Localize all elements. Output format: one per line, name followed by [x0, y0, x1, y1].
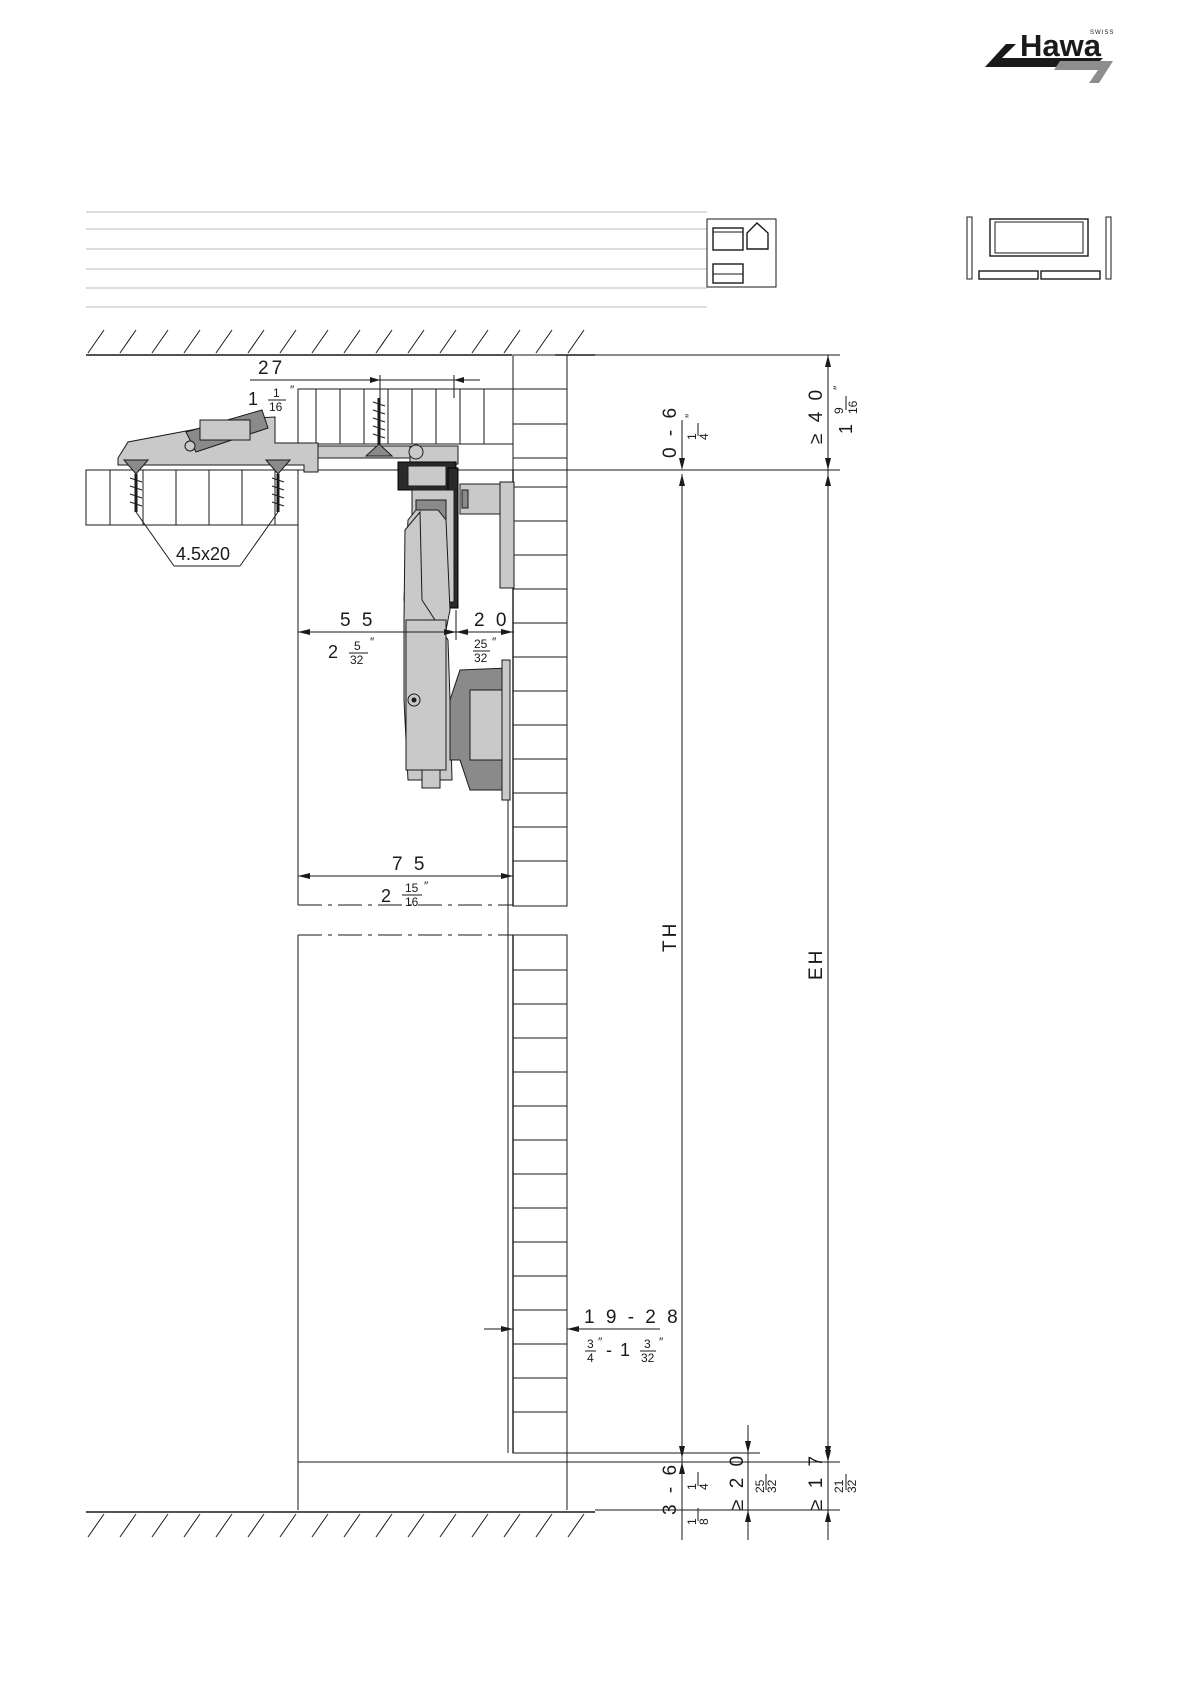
door-a-num: 3: [587, 1337, 594, 1351]
door-panel: [508, 355, 567, 1510]
dim-75-whole: 2: [381, 886, 391, 906]
eh-label: EH: [806, 948, 827, 980]
ceiling-min-mm: ≥ 4 0: [806, 387, 827, 444]
inch-mark: ″: [831, 385, 845, 390]
floor-hatch: [86, 1512, 595, 1537]
dim-55-whole: 2: [328, 642, 338, 662]
gap-bottom-mm: 3 - 6: [660, 1462, 681, 1515]
dim-27-inch-num: 1: [273, 386, 280, 400]
screw-left: [124, 460, 148, 512]
dim-75-num: 15: [405, 881, 419, 895]
dim-55-mm: 5 5: [340, 610, 375, 631]
dim-screw: 4.5x20: [136, 512, 278, 566]
range-dash: -: [606, 1340, 612, 1360]
dim-55-num: 5: [354, 639, 361, 653]
ceiling-min-whole: 1: [836, 424, 856, 434]
hawa-logo: Hawa SWISS: [985, 28, 1114, 83]
gap-bottom-b-den: 4: [697, 1483, 711, 1490]
dim-55-den: 32: [350, 653, 364, 667]
inch-mark: ″: [290, 383, 295, 397]
dim-27-mm: 27: [258, 358, 285, 379]
door-a-den: 4: [587, 1351, 594, 1365]
gap-top-mm: 0 - 6: [660, 405, 681, 458]
gap-bottom-a-den: 8: [697, 1518, 711, 1525]
door-thickness-mm: 1 9 - 2 8: [584, 1307, 681, 1328]
inch-mark: ″: [683, 413, 697, 418]
door-b-num: 3: [644, 1337, 651, 1351]
logo-tagline: SWISS: [1090, 30, 1114, 36]
screw-right: [266, 460, 290, 512]
dim-27-inch-den: 16: [269, 400, 283, 414]
inch-mark: ″: [598, 1335, 603, 1349]
dim-th: TH 0 - 6 1 4 ″: [660, 405, 711, 1458]
floor-17-den: 32: [845, 1479, 859, 1493]
floor-17-mm: ≥ 1 7: [806, 1453, 827, 1510]
dim-75: 7 5 2 15 16 ″: [298, 854, 513, 909]
floor-17-num: 21: [832, 1479, 846, 1493]
dim-75-den: 16: [405, 895, 419, 909]
dim-20-mm: 2 0: [474, 610, 509, 631]
dim-75-mm: 7 5: [392, 854, 427, 875]
ceiling-min-num: 9: [832, 407, 846, 414]
dim-20-den: 32: [474, 651, 488, 665]
inch-mark: ″: [370, 635, 375, 649]
floor-20-den: 32: [765, 1479, 779, 1493]
door-b-whole: 1: [620, 1340, 630, 1360]
dim-27-inch-whole: 1: [248, 389, 258, 409]
inch-mark: ″: [659, 1335, 664, 1349]
header-rules: [86, 212, 707, 307]
dim-eh: EH ≥ 4 0 1 9 16 ″: [567, 355, 860, 1510]
inch-mark: ″: [492, 635, 497, 649]
gap-top-den: 4: [697, 433, 711, 440]
cabinet-plan-icon: [967, 217, 1111, 279]
door-b-den: 32: [641, 1351, 655, 1365]
screw-label: 4.5x20: [176, 544, 230, 564]
dim-20-num: 25: [474, 637, 488, 651]
mounting-icon: [707, 219, 776, 287]
th-label: TH: [660, 921, 681, 952]
floor-20-mm: ≥ 2 0: [727, 1453, 748, 1510]
inch-mark: ″: [424, 879, 429, 893]
ceiling-min-den: 16: [846, 400, 860, 414]
ceiling-hatch: [86, 330, 595, 355]
dim-bottom: 3 - 6 1 8 1 4 ≥ 2 0 25 32 ≥ 1 7 21 32: [567, 1425, 859, 1540]
